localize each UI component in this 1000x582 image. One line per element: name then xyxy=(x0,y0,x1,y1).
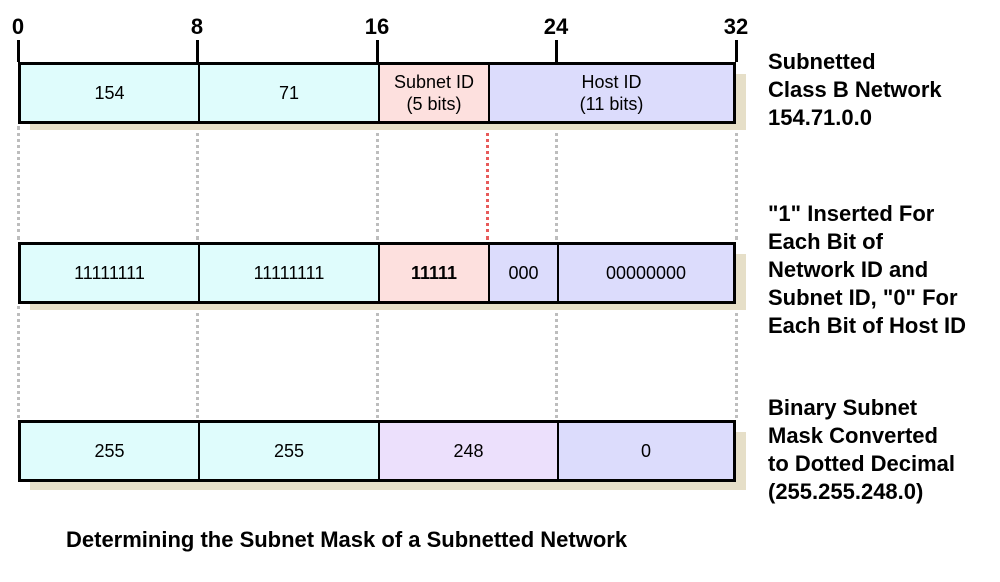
subnet-boundary-guide xyxy=(486,126,489,240)
guide-line xyxy=(735,126,738,240)
subnet-id-title: Subnet ID xyxy=(393,72,475,92)
decimal-octet-1-value: 255 xyxy=(94,441,125,461)
row2-description-line: Network ID and xyxy=(768,257,929,282)
network-octet-1: 154 xyxy=(21,65,200,121)
row-shadow xyxy=(736,74,746,130)
binary-subnet-ones: 11111 xyxy=(380,245,490,301)
bit-tick-16: 16 xyxy=(364,14,390,39)
row2-description-line: Each Bit of Host ID xyxy=(768,313,967,338)
network-octet-2-value: 71 xyxy=(278,83,300,103)
guide-line xyxy=(196,126,199,240)
guide-line xyxy=(735,306,738,418)
binary-octet-2: 11111111 xyxy=(200,245,380,301)
binary-octet-1-value: 11111111 xyxy=(74,263,145,283)
guide-line xyxy=(555,306,558,418)
network-octet-2: 71 xyxy=(200,65,380,121)
bit-tick-8: 8 xyxy=(190,14,204,39)
guide-line xyxy=(376,126,379,240)
row-shadow xyxy=(30,302,746,310)
bit-tick-24: 24 xyxy=(543,14,569,39)
subnet-id-bits: (5 bits) xyxy=(406,94,462,114)
row1-description-line: Class B Network xyxy=(768,77,942,102)
binary-subnet-ones-value: 11111 xyxy=(410,263,458,283)
host-id-bits: (11 bits) xyxy=(579,94,644,114)
decimal-octet-3: 248 xyxy=(380,423,559,479)
binary-host-zeros-partial: 000 xyxy=(490,245,559,301)
row3-description-line: Mask Converted xyxy=(768,423,938,448)
binary-octet-4-value: 00000000 xyxy=(605,263,687,283)
row-shadow xyxy=(736,254,746,310)
decimal-octet-4-value: 0 xyxy=(640,441,651,461)
guide-line xyxy=(376,306,379,418)
bit-tick-mark xyxy=(196,40,199,62)
bit-tick-32: 32 xyxy=(723,14,749,39)
guide-line xyxy=(17,126,20,240)
bit-tick-mark xyxy=(17,40,20,62)
network-address-row: 154 71 Subnet ID (5 bits) Host ID (11 bi… xyxy=(18,62,736,124)
row-shadow xyxy=(30,482,746,490)
row2-description-line: Subnet ID, "0" For xyxy=(768,285,958,310)
binary-host-zeros-partial-value: 000 xyxy=(508,263,539,283)
bit-tick-mark xyxy=(376,40,379,62)
network-octet-1-value: 154 xyxy=(94,83,125,103)
row3-description: Binary Subnet Mask Converted to Dotted D… xyxy=(768,394,955,506)
host-id-title: Host ID xyxy=(581,72,642,92)
guide-line xyxy=(17,306,20,418)
row1-description-line: 154.71.0.0 xyxy=(768,105,872,130)
guide-line xyxy=(555,126,558,240)
subnet-id-field: Subnet ID (5 bits) xyxy=(380,65,490,121)
bit-tick-mark xyxy=(555,40,558,62)
binary-octet-1: 11111111 xyxy=(21,245,200,301)
row-shadow xyxy=(30,122,746,130)
row1-description: Subnetted Class B Network 154.71.0.0 xyxy=(768,48,942,132)
binary-mask-row: 11111111 11111111 11111 000 00000000 xyxy=(18,242,736,304)
decimal-octet-2-value: 255 xyxy=(273,441,305,461)
bit-tick-0: 0 xyxy=(11,14,25,39)
decimal-octet-4: 0 xyxy=(559,423,733,479)
guide-line xyxy=(196,306,199,418)
diagram-caption: Determining the Subnet Mask of a Subnett… xyxy=(66,527,628,552)
binary-octet-4: 00000000 xyxy=(559,245,733,301)
decimal-octet-3-value: 248 xyxy=(453,441,484,461)
dotted-decimal-row: 255 255 248 0 xyxy=(18,420,736,482)
decimal-octet-1: 255 xyxy=(21,423,200,479)
row3-description-line: to Dotted Decimal xyxy=(768,451,956,476)
row3-description-line: (255.255.248.0) xyxy=(768,479,924,504)
bit-tick-mark xyxy=(735,40,738,62)
row3-description-line: Binary Subnet xyxy=(768,395,918,420)
row2-description-line: "1" Inserted For xyxy=(768,201,935,226)
binary-octet-2-value: 11111111 xyxy=(253,263,325,283)
row2-description: "1" Inserted For Each Bit of Network ID … xyxy=(768,200,966,340)
row2-description-line: Each Bit of xyxy=(768,229,883,254)
host-id-field: Host ID (11 bits) xyxy=(490,65,733,121)
row1-description-line: Subnetted xyxy=(768,49,876,74)
decimal-octet-2: 255 xyxy=(200,423,380,479)
row-shadow xyxy=(736,432,746,490)
